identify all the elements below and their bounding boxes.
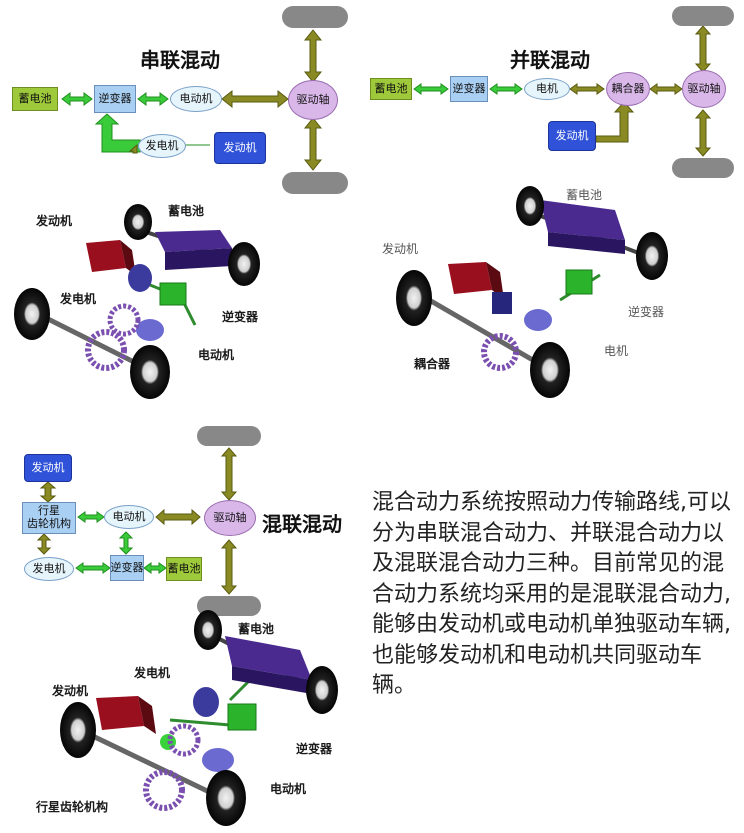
series-generator: 发电机: [138, 134, 186, 158]
render-mixed-battery-label: 蓄电池: [238, 622, 275, 636]
mixed-inverter: 逆变器: [110, 555, 144, 581]
parallel-driveshaft: 驱动轴: [682, 70, 726, 108]
mixed-battery: 蓄电池: [166, 557, 202, 581]
render-series-engine-label: 发动机: [36, 214, 73, 228]
render-mixed-planetary-label: 行星齿轮机构: [36, 800, 109, 814]
render-series-inverter-label: 逆变器: [222, 310, 259, 324]
render-series-generator-label: 发电机: [60, 292, 97, 306]
wheel-icon: [672, 158, 734, 178]
parallel-inverter: 逆变器: [450, 76, 488, 102]
series-inverter: 逆变器: [94, 85, 136, 113]
render-mixed-engine-label: 发动机: [52, 684, 89, 698]
render-parallel-motor-label: 电机: [604, 344, 629, 358]
description-paragraph: 混合动力系统按照动力传输路线,可以分为串联混合动力、并联混合动力以及混联混合动力…: [372, 490, 731, 698]
render-series-battery-label: 蓄电池: [168, 204, 205, 218]
wheel-icon: [282, 6, 348, 28]
mixed-driveshaft: 驱动轴: [204, 500, 256, 536]
render-parallel-battery-label: 蓄电池: [566, 188, 603, 202]
wheel-icon: [197, 596, 261, 616]
wheel-icon: [672, 6, 734, 26]
wheel-icon: [282, 172, 348, 194]
render-parallel-inverter-label: 逆变器: [628, 305, 665, 319]
render-mixed-inverter-label: 逆变器: [296, 742, 333, 756]
render-mixed-generator-label: 发电机: [134, 666, 171, 680]
wheel-icon: [197, 426, 261, 446]
parallel-title: 并联混动: [510, 48, 590, 72]
render-mixed-motor-label: 电动机: [270, 782, 307, 796]
mixed-title: 混联混动: [262, 512, 342, 536]
mixed-engine: 发动机: [24, 454, 72, 482]
mixed-motor: 电动机: [104, 505, 154, 529]
series-title: 串联混动: [140, 48, 220, 72]
mixed-planetary-gear: 行星 齿轮机构: [22, 502, 76, 534]
series-driveshaft: 驱动轴: [288, 80, 338, 120]
series-motor: 电动机: [170, 86, 222, 112]
render-parallel-coupler-label: 耦合器: [414, 357, 451, 371]
parallel-battery: 蓄电池: [370, 78, 412, 100]
series-engine: 发动机: [214, 132, 266, 164]
mixed-generator: 发电机: [24, 557, 74, 581]
parallel-coupler: 耦合器: [606, 72, 650, 106]
render-series-motor-label: 电动机: [198, 348, 235, 362]
parallel-engine: 发动机: [548, 121, 596, 151]
series-battery: 蓄电池: [12, 87, 58, 111]
render-parallel-engine-label: 发动机: [382, 242, 419, 256]
parallel-motor: 电机: [524, 78, 570, 100]
